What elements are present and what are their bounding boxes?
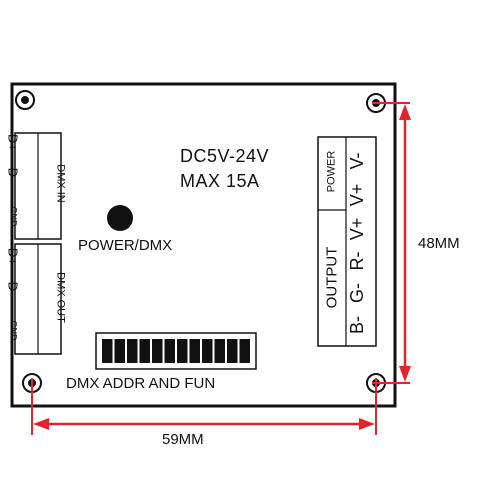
dmx-out-terminal-block: [14, 243, 62, 355]
mounting-hole-top-left: [15, 90, 35, 110]
max-current-label: MAX 15A: [180, 171, 260, 191]
dip-switch-cell: [227, 339, 238, 363]
dmx-out-pin-gnd: GND: [8, 320, 19, 341]
dip-switch-cell: [239, 339, 250, 363]
output-pin-b-minus: B-: [347, 316, 367, 334]
output-pin-r-minus: R-: [347, 251, 367, 271]
dmx-in-pin-gnd: GND: [8, 206, 19, 227]
height-dimension: [372, 102, 411, 384]
dip-switch-cell: [139, 339, 150, 363]
dip-switch-cell: [102, 339, 113, 363]
dip-switch-cell: [202, 339, 213, 363]
dip-switch-cell: [164, 339, 175, 363]
dip-switch-cell: [189, 339, 200, 363]
dmx-in-pin-d-plus: D+: [5, 134, 21, 151]
power-pin-v-plus: V+: [347, 183, 367, 207]
output-terminal-block: [317, 136, 377, 347]
dmx-out-pin-d-plus: D+: [5, 248, 21, 265]
dmx-in-title: DMX IN: [54, 164, 67, 203]
dip-switch-cell: [127, 339, 138, 363]
output-title: OUTPUT: [323, 246, 341, 309]
power-dmx-label: POWER/DMX: [78, 237, 173, 254]
power-dmx-led: [107, 205, 133, 231]
dip-switch-cell: [152, 339, 163, 363]
power-pin-v-minus: V-: [347, 152, 367, 170]
dip-switch-cell: [177, 339, 188, 363]
width-dimension-label: 59MM: [162, 431, 204, 448]
dmx-out-title: DMX OUT: [54, 272, 67, 323]
power-title: POWER: [325, 150, 338, 193]
dmx-out-pin-d-minus: D-: [5, 281, 21, 296]
dip-switch-label: DMX ADDR AND FUN: [66, 375, 216, 392]
voltage-label: DC5V-24V: [180, 146, 270, 166]
dmx-in-pin-d-minus: D-: [5, 167, 21, 182]
output-pin-v-plus: V+: [347, 217, 367, 241]
width-dimension: [31, 378, 377, 435]
height-dimension-label: 48MM: [418, 235, 460, 252]
dip-switch-cell: [214, 339, 225, 363]
output-pin-g-minus: G-: [347, 283, 367, 303]
dip-switch-cell: [114, 339, 125, 363]
dip-switch: [95, 332, 257, 370]
dmx-in-terminal-block: [14, 132, 62, 240]
